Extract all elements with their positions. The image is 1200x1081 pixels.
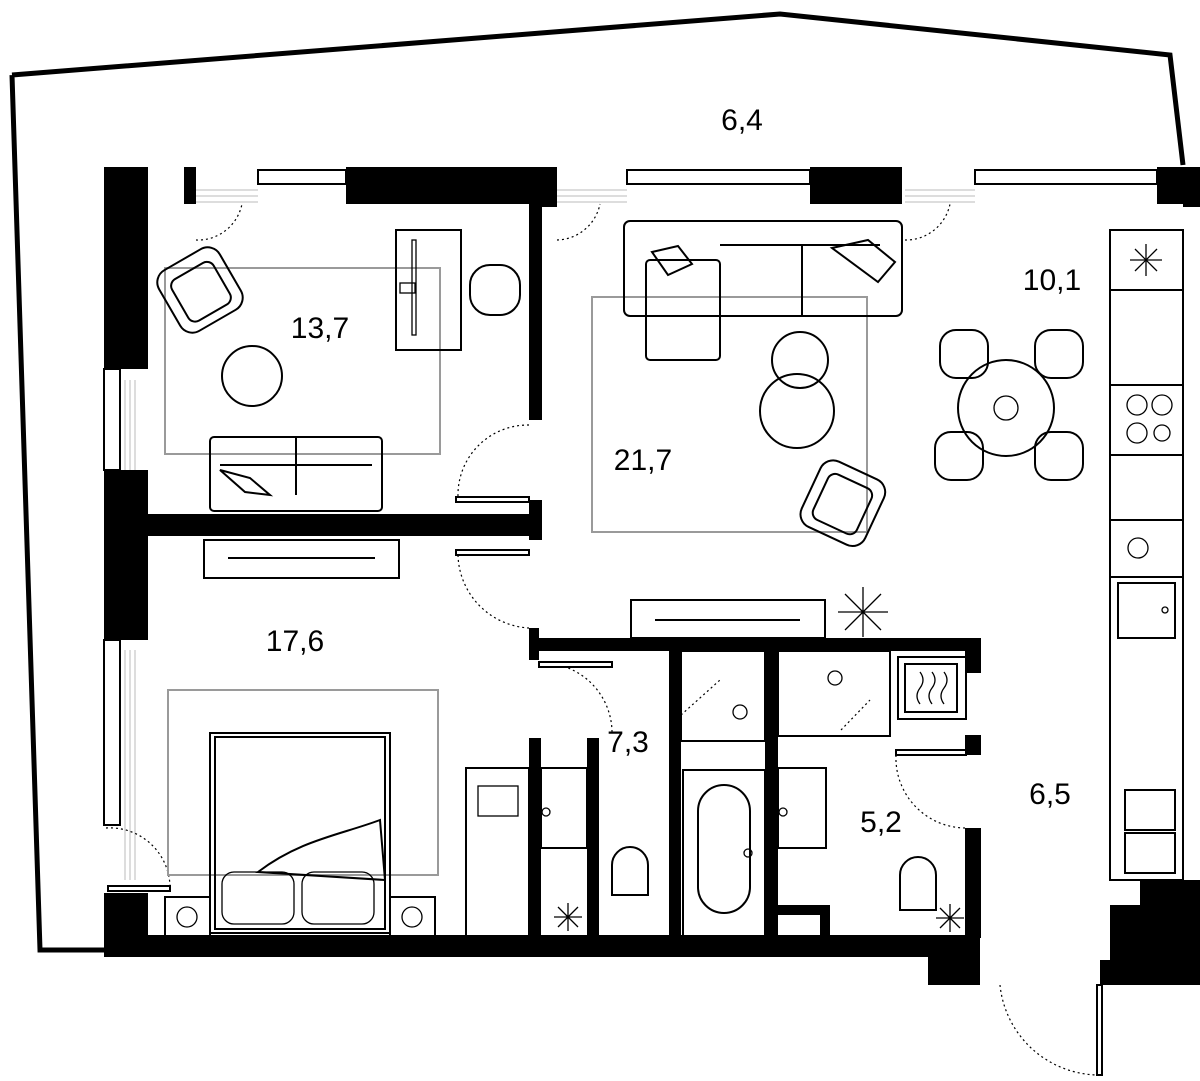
stove-icon <box>1126 394 1173 444</box>
room-area-kitchen: 10,1 <box>1023 264 1081 297</box>
room-area-balcony: 6,4 <box>721 104 763 137</box>
bedroom-main-furniture <box>164 689 530 939</box>
sink-icon <box>1161 606 1169 614</box>
hall-wardrobe <box>203 539 400 579</box>
walls <box>104 167 1200 985</box>
window-sills <box>124 189 975 880</box>
door-leaves <box>107 496 1103 1076</box>
living-furniture <box>591 220 903 548</box>
hall-console <box>630 599 826 639</box>
bedroom-top-furniture <box>156 229 521 512</box>
plant-icon <box>936 904 964 932</box>
bathroom-1-fixtures <box>540 650 766 939</box>
windows <box>103 169 1158 826</box>
washing-machine-icon <box>897 656 967 720</box>
room-area-hall: 6,5 <box>1029 778 1071 811</box>
snowflake-icon <box>1130 244 1162 276</box>
room-area-bedroom-top: 13,7 <box>291 312 349 345</box>
room-area-living: 21,7 <box>614 444 672 477</box>
plant-icon <box>554 903 582 931</box>
room-area-bathroom-1: 7,3 <box>607 726 649 759</box>
bathroom-2-fixtures <box>777 650 967 932</box>
room-area-bedroom-main: 17,6 <box>266 625 324 658</box>
balcony-outline <box>9 11 1186 953</box>
kitchen-furniture <box>934 229 1184 881</box>
room-area-bathroom-2: 5,2 <box>860 806 902 839</box>
plant-icon <box>838 587 888 637</box>
